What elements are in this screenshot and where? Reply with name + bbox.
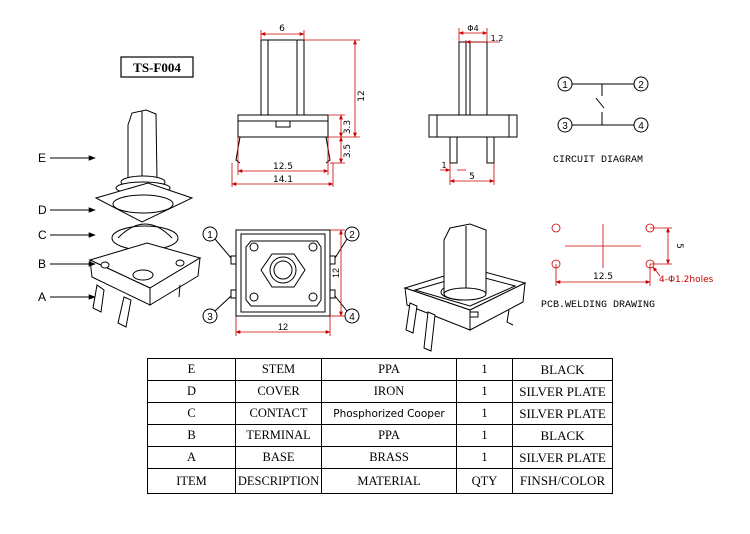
part-number-box: TS-F004: [120, 56, 194, 78]
dim-top-height: 12: [331, 268, 341, 278]
dim-pin-pitch: 5: [469, 172, 475, 182]
side-view-dimension-text: Φ4 1.2 1 5: [441, 24, 503, 182]
top-view-text: 1 2 3 4 12 12: [207, 230, 355, 332]
label-a: A: [38, 290, 46, 304]
bom-body: E STEM PPA 1 BLACK D COVER IRON 1 SILVER…: [147, 358, 613, 494]
cell-description: COVER: [235, 380, 322, 403]
cell-finish: SILVER PLATE: [512, 380, 613, 403]
circuit-diagram: [557, 76, 649, 133]
bill-of-materials-table: E STEM PPA 1 BLACK D COVER IRON 1 SILVER…: [147, 358, 613, 494]
cell-item: E: [147, 358, 236, 381]
circuit-diagram-text: 1 2 3 4 CIRCUIT DIAGRAM: [553, 80, 644, 166]
front-view: [235, 39, 331, 164]
cell-item: B: [147, 424, 236, 447]
table-row: C CONTACT Phosphorized Cooper 1 SILVER P…: [147, 402, 613, 425]
table-header-row: ITEM DESCRIPTION MATERIAL QTY FINSH/COLO…: [147, 468, 613, 494]
dim-stem-flat: 1.2: [491, 34, 504, 43]
exploded-view: [88, 109, 202, 328]
label-e: E: [38, 151, 46, 165]
side-view: [428, 41, 518, 164]
dim-terminal-thickness: 1: [441, 161, 446, 170]
pcb-drawing: [551, 223, 672, 286]
dim-body-width: 12.5: [273, 162, 293, 172]
top-pin-4: 4: [349, 312, 355, 323]
cell-qty: 1: [456, 380, 513, 403]
table-row: D COVER IRON 1 SILVER PLATE: [147, 380, 613, 403]
front-view-dimension-text: 6 12 3.3 3.5 12.5 14.1: [273, 24, 367, 185]
header-finish: FINSH/COLOR: [512, 468, 613, 494]
header-material: MATERIAL: [321, 468, 457, 494]
label-c: C: [38, 228, 47, 242]
pcb-drawing-text: 5 12.5 4-Φ1.2holes PCB.WELDING DRAWING: [541, 243, 714, 311]
header-item: ITEM: [147, 468, 236, 494]
cell-qty: 1: [456, 424, 513, 447]
cell-qty: 1: [456, 358, 513, 381]
header-description: DESCRIPTION: [235, 468, 322, 494]
circuit-diagram-title: CIRCUIT DIAGRAM: [553, 155, 643, 166]
header-qty: QTY: [456, 468, 513, 494]
cell-item: D: [147, 380, 236, 403]
label-d: D: [38, 203, 47, 217]
dim-stem-diameter: Φ4: [467, 24, 478, 33]
top-pin-1: 1: [207, 230, 213, 241]
isometric-view: [403, 223, 527, 352]
top-view: [202, 226, 360, 324]
cell-qty: 1: [456, 402, 513, 425]
dim-terminal-span: 14.1: [273, 175, 293, 185]
cell-item: A: [147, 446, 236, 469]
cell-finish: SILVER PLATE: [512, 402, 613, 425]
cell-description: BASE: [235, 446, 322, 469]
dim-terminal-height: 3.5: [343, 144, 353, 158]
cell-description: STEM: [235, 358, 322, 381]
table-row: A BASE BRASS 1 SILVER PLATE: [147, 446, 613, 469]
circuit-pin-3: 3: [562, 121, 568, 132]
cell-material: PPA: [321, 358, 457, 381]
dim-top-width: 12: [278, 322, 288, 332]
top-pin-2: 2: [349, 230, 355, 241]
circuit-pin-4: 4: [638, 121, 644, 132]
cell-material: BRASS: [321, 446, 457, 469]
pcb-drawing-title: PCB.WELDING DRAWING: [541, 300, 655, 311]
cell-item: C: [147, 402, 236, 425]
part-number: TS-F004: [133, 60, 181, 75]
cell-finish: BLACK: [512, 358, 613, 381]
cell-material: Phosphorized Cooper: [321, 402, 457, 425]
dim-body-height: 3.3: [343, 120, 353, 134]
dim-pcb-y: 5: [674, 243, 684, 249]
cell-qty: 1: [456, 446, 513, 469]
table-row: B TERMINAL PPA 1 BLACK: [147, 424, 613, 447]
table-row: E STEM PPA 1 BLACK: [147, 358, 613, 381]
side-view-dimensions: [440, 28, 500, 185]
cell-finish: SILVER PLATE: [512, 446, 613, 469]
label-b: B: [38, 257, 46, 271]
circuit-pin-1: 1: [562, 80, 568, 91]
top-view-dimensions: [235, 229, 345, 336]
front-view-dimensions: [231, 30, 360, 187]
part-labels: E D C B A: [38, 151, 96, 304]
cell-material: PPA: [321, 424, 457, 447]
cell-material: IRON: [321, 380, 457, 403]
cell-description: TERMINAL: [235, 424, 322, 447]
dim-stem-width: 6: [279, 24, 285, 34]
pcb-holes-note: 4-Φ1.2holes: [659, 275, 714, 285]
cell-description: CONTACT: [235, 402, 322, 425]
dim-pcb-x: 12.5: [593, 272, 613, 282]
dim-total-height: 12: [357, 90, 367, 101]
cell-finish: BLACK: [512, 424, 613, 447]
top-pin-3: 3: [207, 312, 213, 323]
circuit-pin-2: 2: [638, 80, 644, 91]
